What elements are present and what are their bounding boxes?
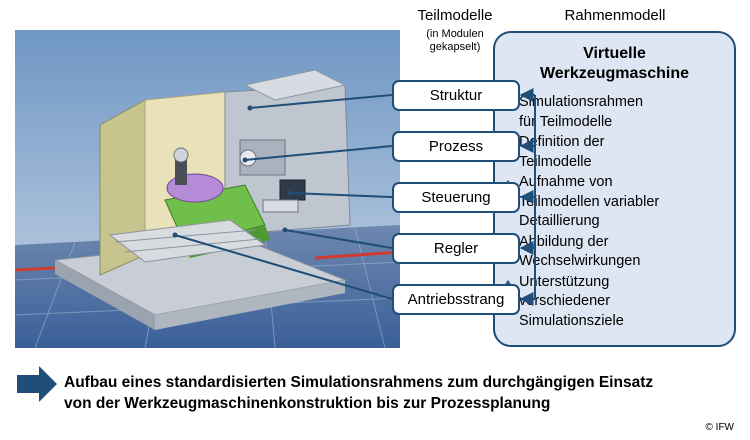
feature-text: Definition der: [519, 134, 605, 150]
summary-arrow-icon: [17, 366, 57, 402]
leader-line-regler: [284, 229, 393, 249]
submodel-label: Prozess: [428, 138, 484, 155]
submodel-box-prozess: Prozess: [392, 131, 520, 162]
leader-line-prozess: [244, 145, 393, 161]
feature-text: verschiedener: [519, 293, 611, 309]
submodels-note-line2: gekapselt): [429, 41, 481, 53]
copyright-note: © IFW: [705, 422, 734, 433]
submodel-label: Steuerung: [421, 189, 491, 206]
feature-text: für Teilmodelle: [519, 113, 613, 130]
feature-text: Simulationsrahmen: [519, 94, 644, 110]
framework-feature-item: ♦ Aufnahme von Teilmodellen variabler De…: [505, 173, 659, 232]
submodels-header: Teilmodelle: [417, 7, 493, 24]
framework-feature-list: ♦ Simulationsrahmen für Teilmodelle ♦ De…: [505, 93, 659, 332]
framework-feature-item: ♦ Definition der Teilmodelle: [505, 133, 659, 172]
submodel-box-regler: Regler: [392, 233, 520, 264]
summary-line1: Aufbau eines standardisierten Simulation…: [64, 374, 654, 391]
framework-title-line1: Virtuelle: [583, 45, 646, 62]
submodel-box-antriebsstrang: Antriebsstrang: [392, 284, 520, 315]
feature-text: Unterstützung: [519, 273, 610, 290]
leader-line-struktur: [249, 94, 393, 109]
framework-panel: Virtuelle Werkzeugmaschine ♦ Simulations…: [493, 31, 736, 347]
leader-dot-prozess: [242, 157, 248, 163]
framework-header: Rahmenmodell: [564, 7, 666, 24]
feature-text: Abbildung der: [519, 233, 609, 250]
machine-tool-illustration: [15, 30, 400, 348]
leader-dot-regler: [282, 227, 288, 233]
submodel-label: Antriebsstrang: [407, 291, 505, 308]
feature-text: Aufnahme von: [519, 174, 613, 190]
feature-text: Detaillierung: [519, 213, 600, 229]
submodel-label: Struktur: [429, 87, 483, 104]
feature-text: Teilmodellen variabler: [519, 193, 660, 210]
framework-feature-item: ♦ Unterstützung verschiedener Simulation…: [505, 273, 659, 332]
leader-dot-antriebsstrang: [172, 232, 178, 238]
summary-text: Aufbau eines standardisierten Simulation…: [64, 372, 653, 414]
framework-feature-item: ♦ Simulationsrahmen für Teilmodelle: [505, 93, 659, 132]
framework-title-line2: Werkzeugmaschine: [539, 65, 690, 82]
diamond-bullet-icon: ♦: [505, 275, 512, 290]
leader-line-antriebsstrang: [174, 234, 393, 300]
submodel-box-struktur: Struktur: [392, 80, 520, 111]
feature-text: Wechselwirkungen: [519, 253, 641, 269]
submodels-note-line1: (in Modulen: [426, 28, 484, 40]
summary-line2: von der Werkzeugmaschinenkonstruktion bi…: [64, 395, 551, 412]
submodel-label: Regler: [433, 240, 479, 257]
leader-line-steuerung: [289, 192, 393, 198]
feature-text: Simulationsziele: [519, 312, 624, 329]
leader-dot-struktur: [247, 105, 253, 111]
submodel-box-steuerung: Steuerung: [392, 182, 520, 213]
leader-dot-steuerung: [287, 190, 293, 196]
framework-title: Virtuelle Werkzeugmaschine: [495, 44, 734, 84]
feature-text: Teilmodelle: [519, 153, 592, 170]
